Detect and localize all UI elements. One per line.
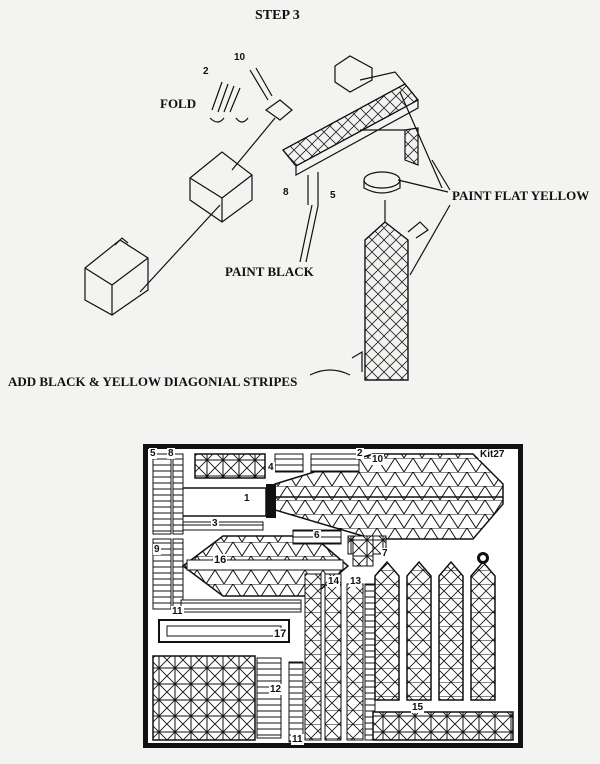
part-12: 12	[269, 684, 283, 695]
part-15: 15	[411, 702, 425, 713]
part-5: 5	[149, 448, 157, 459]
fold-label: FOLD	[160, 96, 197, 111]
part-11-upper: 11	[171, 606, 184, 617]
callout-2: 2	[203, 66, 209, 77]
part-11-lower: 11	[291, 734, 304, 745]
part-10: 10	[371, 454, 385, 465]
part-17: 17	[273, 628, 288, 640]
part-13: 13	[349, 576, 363, 587]
part-2: 2	[356, 448, 364, 459]
part-9: 9	[153, 544, 161, 555]
fret-drawing	[143, 444, 523, 748]
part-8: 8	[167, 448, 175, 459]
part-16: 16	[213, 554, 228, 566]
callout-5: 5	[330, 190, 336, 201]
callout-10: 10	[234, 52, 246, 63]
part-14: 14	[327, 576, 341, 587]
assembly-drawing	[84, 55, 451, 381]
kit-label: Kit27	[479, 449, 506, 460]
callout-8: 8	[283, 187, 289, 198]
part-6: 6	[313, 530, 321, 541]
part-4: 4	[267, 462, 275, 473]
part-7: 7	[381, 548, 389, 559]
paint-black-label: PAINT BLACK	[225, 264, 314, 279]
paint-flat-yellow-label: PAINT FLAT YELLOW	[452, 188, 590, 203]
part-1: 1	[243, 493, 251, 504]
part-3: 3	[211, 518, 219, 529]
photo-etch-fret: Kit27 1 2 3 4 5 6 7 8 9 10 11 11 12 13 1…	[143, 444, 523, 748]
stripes-label: ADD BLACK & YELLOW DIAGONIAL STRIPES	[8, 374, 298, 389]
step-title: STEP 3	[255, 8, 300, 23]
